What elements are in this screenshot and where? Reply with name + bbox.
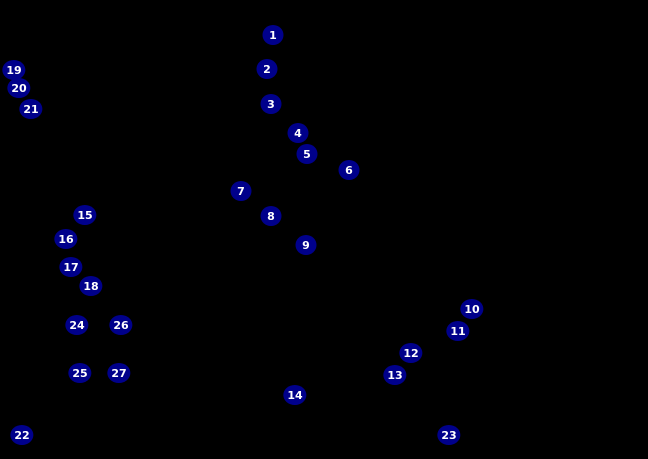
graph-node-27[interactable]: 27 bbox=[107, 363, 131, 383]
graph-node-1[interactable]: 1 bbox=[262, 25, 284, 45]
graph-node-23[interactable]: 23 bbox=[437, 425, 461, 445]
graph-node-22[interactable]: 22 bbox=[10, 425, 34, 445]
graph-node-6[interactable]: 6 bbox=[338, 160, 360, 180]
graph-node-7[interactable]: 7 bbox=[230, 181, 252, 201]
graph-node-10[interactable]: 10 bbox=[460, 299, 484, 319]
graph-node-21[interactable]: 21 bbox=[19, 99, 43, 119]
graph-node-12[interactable]: 12 bbox=[399, 343, 423, 363]
graph-node-25[interactable]: 25 bbox=[68, 363, 92, 383]
graph-node-17[interactable]: 17 bbox=[59, 257, 83, 277]
graph-node-8[interactable]: 8 bbox=[260, 206, 282, 226]
graph-node-5[interactable]: 5 bbox=[296, 144, 318, 164]
graph-node-11[interactable]: 11 bbox=[446, 321, 470, 341]
graph-node-2[interactable]: 2 bbox=[256, 59, 278, 79]
graph-node-3[interactable]: 3 bbox=[260, 94, 282, 114]
graph-node-20[interactable]: 20 bbox=[7, 78, 31, 98]
graph-node-16[interactable]: 16 bbox=[54, 229, 78, 249]
graph-node-18[interactable]: 18 bbox=[79, 276, 103, 296]
graph-node-13[interactable]: 13 bbox=[383, 365, 407, 385]
graph-node-4[interactable]: 4 bbox=[287, 123, 309, 143]
graph-node-15[interactable]: 15 bbox=[73, 205, 97, 225]
graph-node-14[interactable]: 14 bbox=[283, 385, 307, 405]
graph-node-24[interactable]: 24 bbox=[65, 315, 89, 335]
graph-node-19[interactable]: 19 bbox=[2, 60, 26, 80]
graph-node-9[interactable]: 9 bbox=[295, 235, 317, 255]
graph-node-26[interactable]: 26 bbox=[109, 315, 133, 335]
